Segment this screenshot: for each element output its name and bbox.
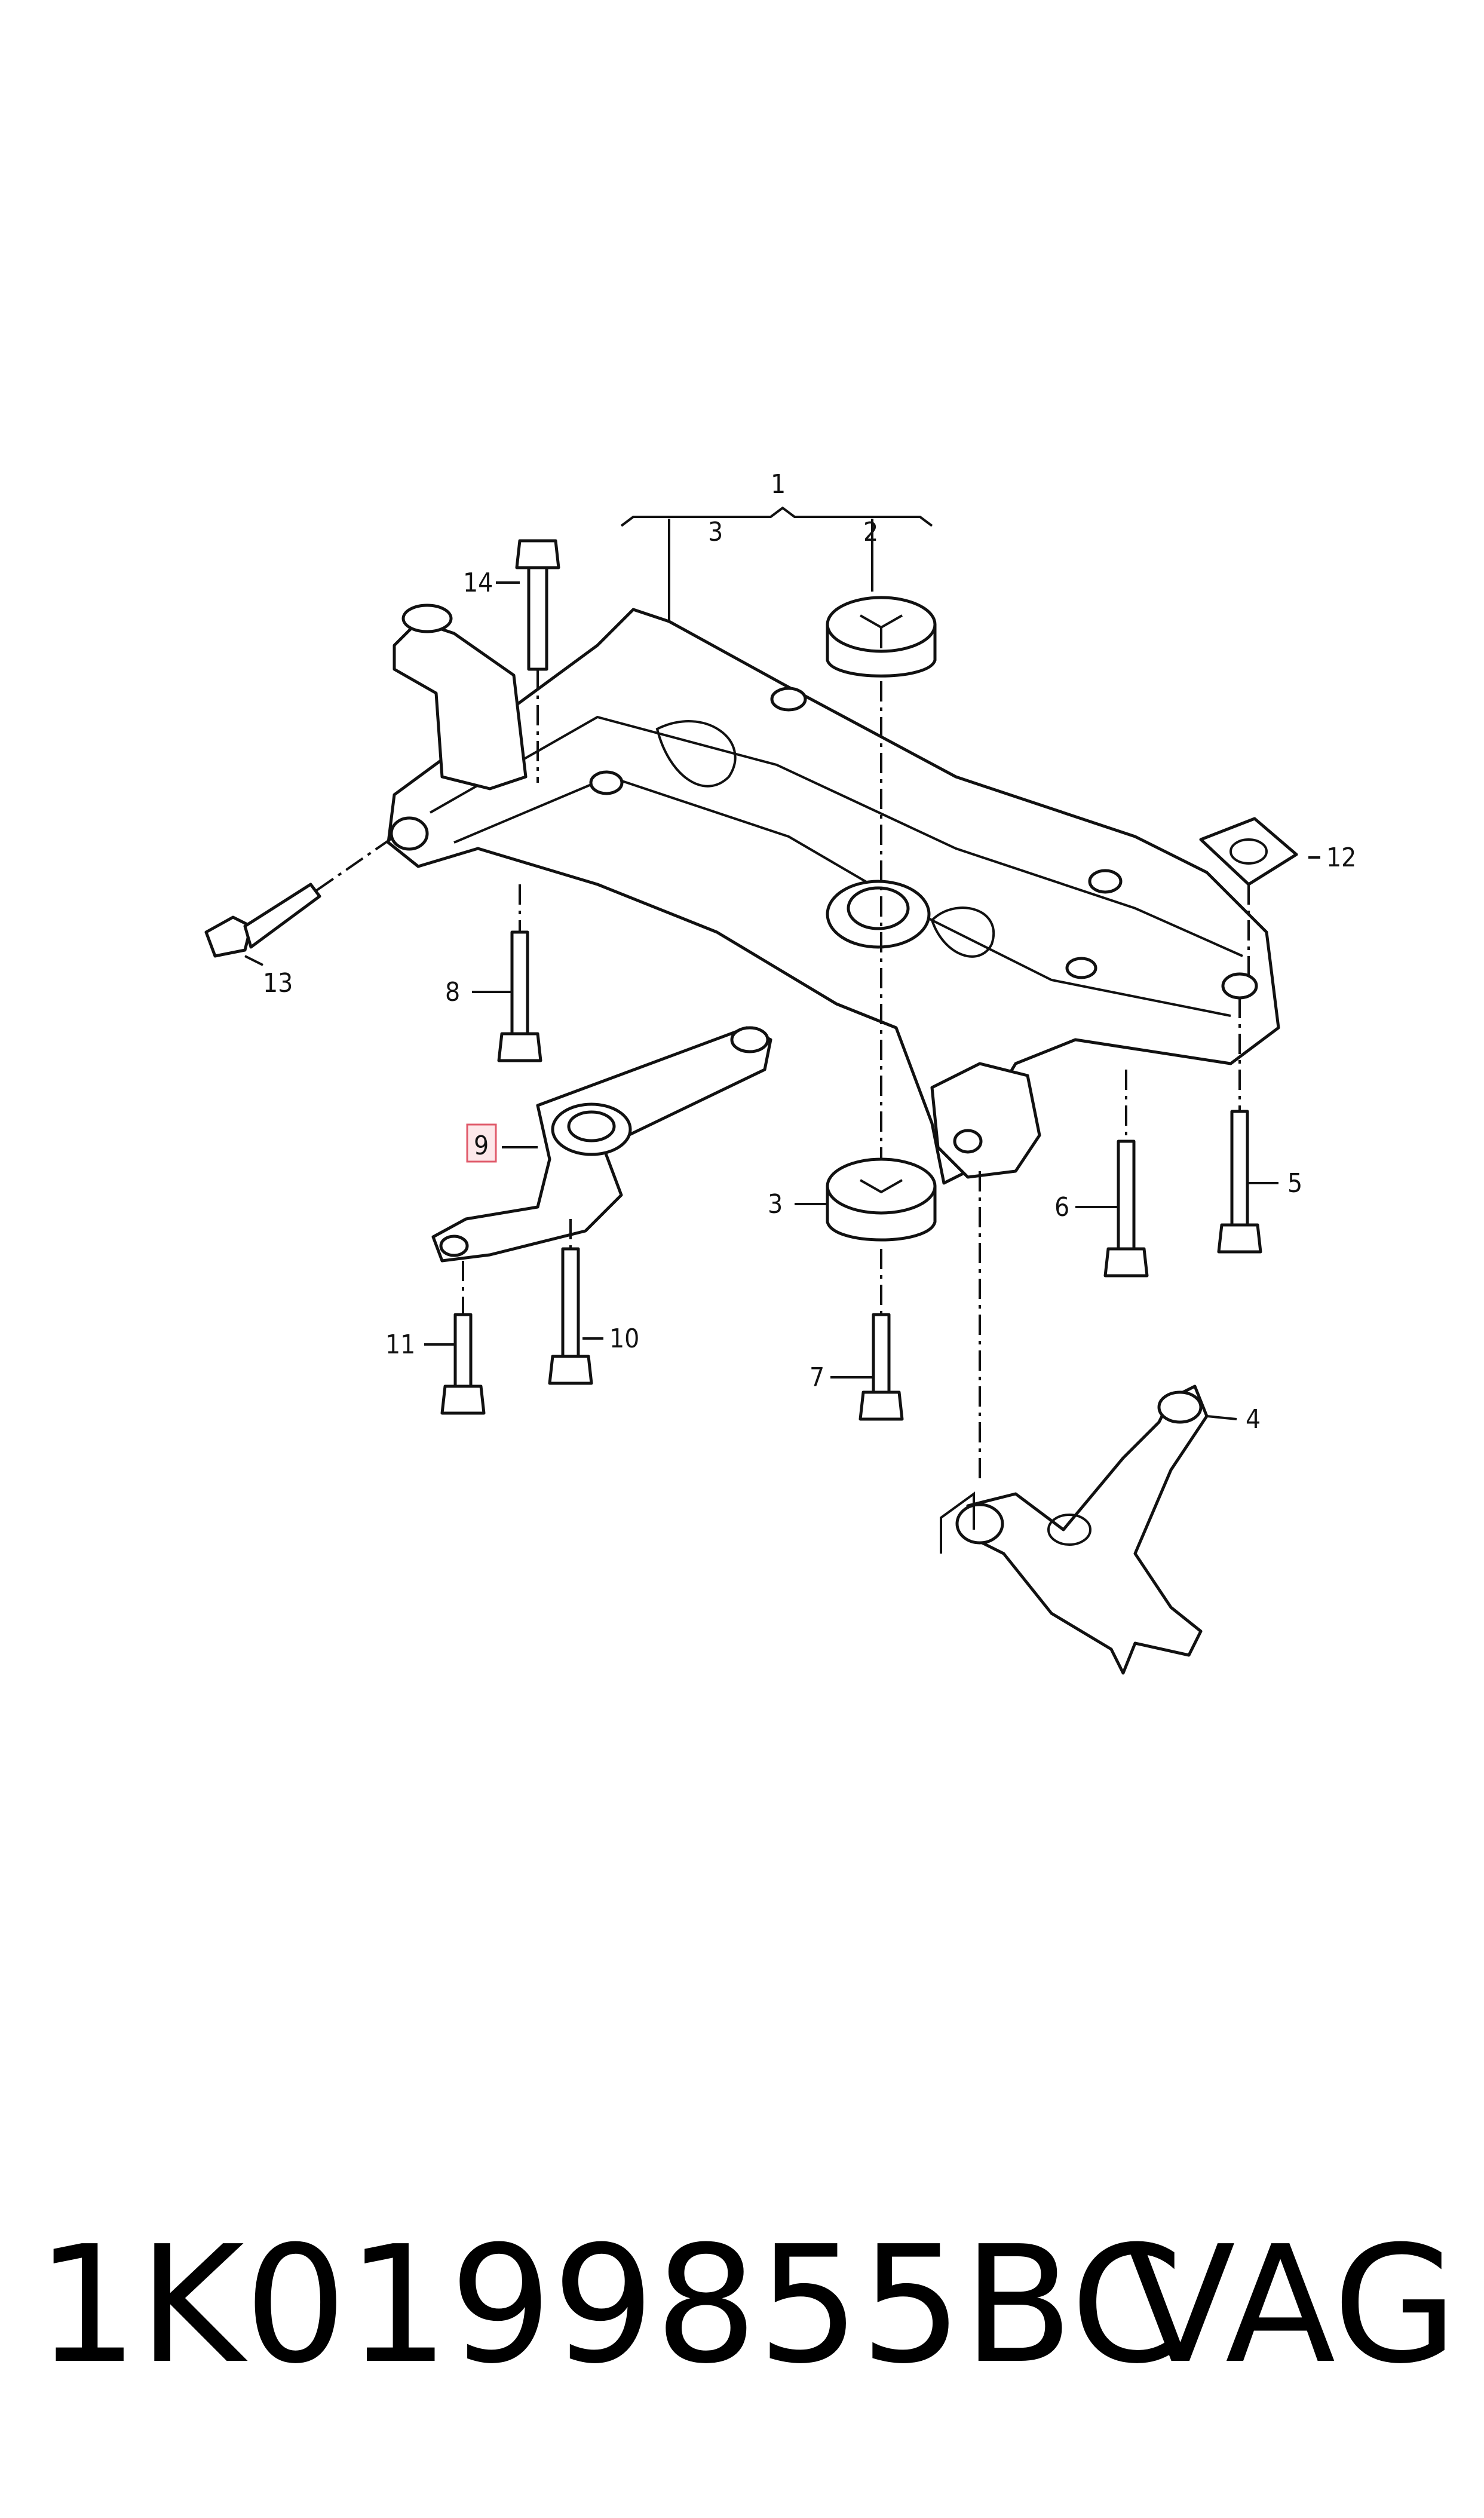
callout-14: 14 <box>463 568 493 598</box>
callout-11: 11 <box>385 1330 415 1360</box>
callout-3-lower: 3 <box>768 1189 783 1220</box>
callout-6: 6 <box>1054 1192 1069 1223</box>
callout-7: 7 <box>810 1362 824 1393</box>
footer: 1K0199855BC VAG <box>36 2211 1458 2426</box>
callout-3-top: 3 <box>708 517 723 547</box>
bolt-5 <box>1217 998 1262 1254</box>
callout-1: 1 <box>771 469 786 500</box>
subframe <box>387 604 1280 1185</box>
bolt-6 <box>1103 1070 1149 1278</box>
bolt-13 <box>204 835 395 958</box>
torque-arm-9 <box>431 1026 772 1263</box>
callout-9: 9 <box>474 1131 489 1161</box>
part-number: 1K0199855BC <box>36 2211 1183 2399</box>
bolt-7 <box>858 1313 904 1421</box>
callout-2: 2 <box>863 517 878 547</box>
callout-5: 5 <box>1287 1168 1302 1199</box>
callout-9-highlight <box>466 1123 497 1163</box>
brand-name: VAG <box>1125 2211 1458 2399</box>
callout-10: 10 <box>609 1324 639 1354</box>
bushing-lower <box>826 1157 937 1315</box>
callout-4: 4 <box>1246 1404 1261 1435</box>
bolt-10 <box>548 1219 593 1385</box>
callout-12: 12 <box>1326 843 1356 873</box>
callout-leaders <box>244 565 1320 1420</box>
bushing-upper <box>826 596 937 1195</box>
callout-13: 13 <box>263 968 293 998</box>
control-arm-4 <box>940 1171 1209 1675</box>
bolt-8 <box>497 884 542 1062</box>
plate-12 <box>1199 817 1298 980</box>
callout-8: 8 <box>445 977 460 1007</box>
bolt-14 <box>515 539 560 783</box>
bolt-11 <box>440 1261 486 1415</box>
